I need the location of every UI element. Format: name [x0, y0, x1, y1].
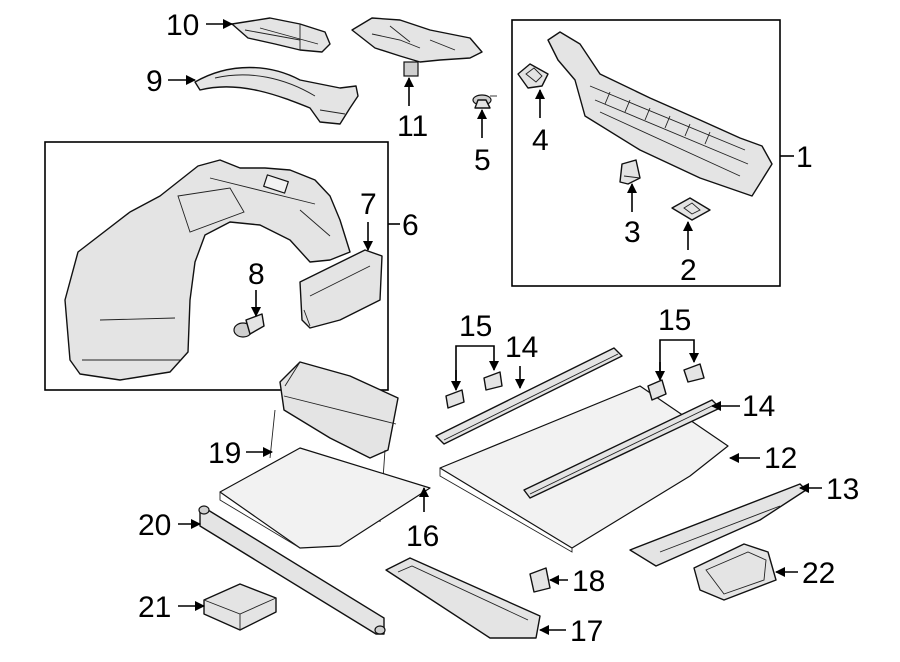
part-3-retainer — [619, 159, 641, 185]
part-15-clips — [445, 363, 705, 409]
callout-20: 20 — [138, 509, 171, 542]
part-13-trim-strip — [629, 483, 807, 567]
part-5-push-pin — [472, 94, 497, 109]
callout-11: 11 — [397, 110, 428, 143]
part-21-block — [203, 583, 277, 631]
frame-part-1 — [511, 19, 781, 287]
leader-lines — [168, 19, 822, 635]
part-6-quarter-trim-panel — [64, 159, 351, 381]
callout-15-right: 15 — [658, 304, 691, 337]
part-18-bracket — [529, 567, 551, 593]
callout-16: 16 — [406, 520, 439, 553]
part-14-rail-left — [435, 347, 623, 445]
part-17-tray — [385, 557, 541, 639]
callout-9: 9 — [146, 65, 163, 98]
callout-13: 13 — [826, 473, 859, 506]
part-16-floor-panel — [219, 447, 431, 549]
callout-5: 5 — [474, 144, 491, 177]
callout-18: 18 — [572, 565, 605, 598]
callout-7: 7 — [360, 188, 377, 221]
callout-2: 2 — [680, 254, 697, 287]
part-10-upper-trim-bracket — [231, 17, 331, 53]
part-7-cover-panel — [299, 249, 383, 329]
part-4-clip — [517, 63, 549, 89]
callout-15-left: 15 — [459, 310, 492, 343]
callout-8: 8 — [248, 258, 265, 291]
callout-22: 22 — [802, 557, 835, 590]
callout-14-top: 14 — [505, 331, 538, 364]
part-8-fastener — [233, 313, 265, 338]
callout-14-right: 14 — [742, 390, 775, 423]
callout-4: 4 — [532, 124, 549, 157]
part-9-curved-trim — [194, 66, 359, 125]
frame-part-6 — [44, 141, 389, 391]
callout-6: 6 — [402, 209, 419, 242]
part-2-pad — [671, 197, 711, 221]
callout-19: 19 — [208, 437, 241, 470]
callout-17: 17 — [570, 615, 603, 648]
callout-1: 1 — [796, 141, 813, 174]
part-22-bin — [693, 543, 777, 601]
part-11-bracket-assembly — [351, 17, 483, 77]
callout-21: 21 — [138, 591, 171, 624]
callout-10: 10 — [166, 9, 199, 42]
part-1-scuff-plate — [547, 31, 773, 197]
callout-12: 12 — [764, 442, 797, 475]
callout-3: 3 — [624, 216, 641, 249]
